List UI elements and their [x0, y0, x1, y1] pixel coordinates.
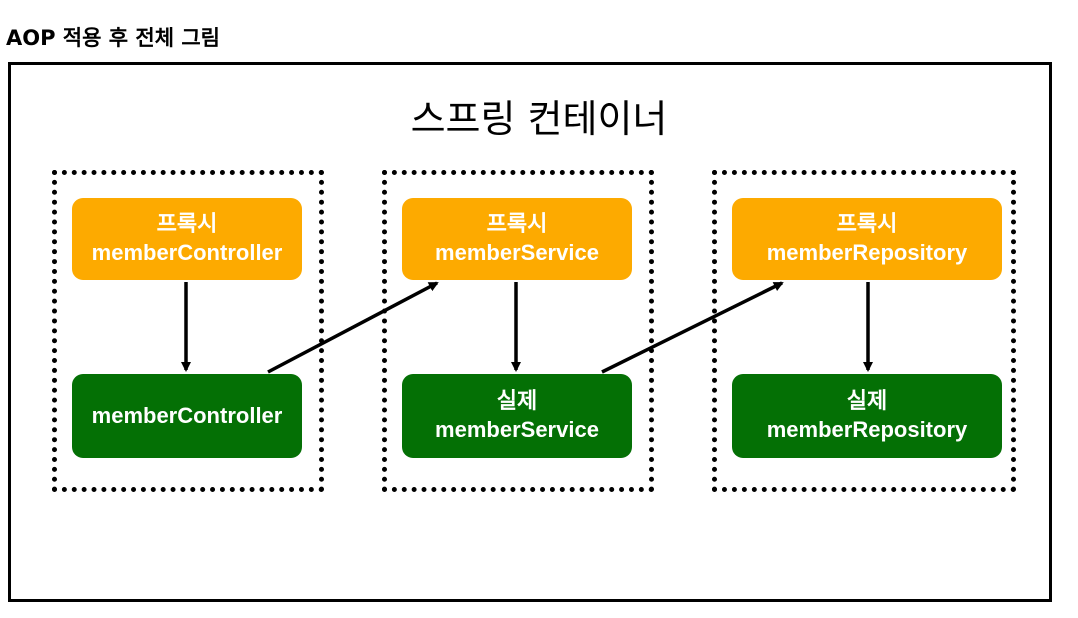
- spring-container-frame: [8, 62, 1052, 602]
- real-label: 실제: [496, 388, 538, 414]
- bean-name: memberController: [91, 402, 283, 428]
- proxy-member-controller-box: 프록시 memberController: [72, 198, 302, 280]
- proxy-member-repository-box: 프록시 memberRepository: [732, 198, 1002, 280]
- real-member-service-box: 실제 memberService: [402, 374, 632, 458]
- diagram-heading: AOP 적용 후 전체 그림: [6, 26, 220, 50]
- bean-name: memberService: [435, 417, 599, 442]
- proxy-label: 프록시: [156, 211, 218, 237]
- proxy-label: 프록시: [836, 211, 898, 237]
- real-member-controller-box: memberController: [72, 374, 302, 458]
- arrow-real-controller-to-proxy-service: [267, 281, 439, 374]
- real-label: 실제: [846, 388, 888, 414]
- arrow-real-service-to-proxy-repository: [601, 281, 784, 374]
- group-member-controller: [52, 170, 324, 492]
- bean-name: memberRepository: [766, 240, 968, 265]
- bean-name: memberService: [435, 240, 599, 265]
- group-member-repository: [712, 170, 1016, 492]
- real-member-repository-box: 실제 memberRepository: [732, 374, 1002, 458]
- proxy-member-service-box: 프록시 memberService: [402, 198, 632, 280]
- group-member-service: [382, 170, 654, 492]
- bean-name: memberRepository: [766, 417, 968, 442]
- spring-container-title: 스프링 컨테이너: [410, 97, 668, 141]
- bean-name: memberController: [91, 240, 283, 265]
- proxy-label: 프록시: [486, 211, 548, 237]
